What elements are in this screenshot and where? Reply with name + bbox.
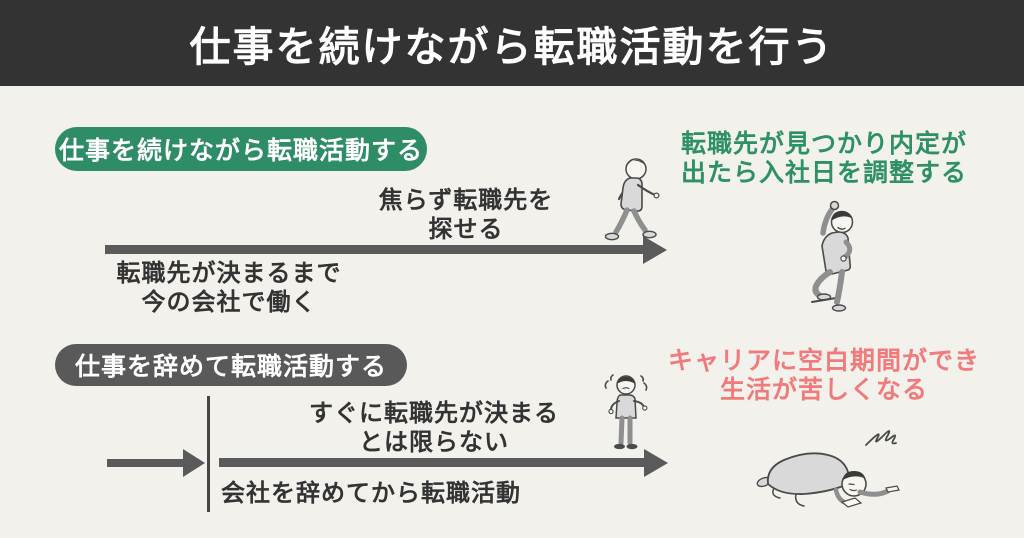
- note-quit-period-line1: 会社を辞めてから転職活動: [221, 480, 521, 507]
- timeline-arrow-keep: [105, 245, 643, 254]
- note-quit-timeline-line1: すぐに転職先が決まる: [309, 400, 559, 427]
- pre-quit-arrow-head: [183, 449, 205, 477]
- outcome-keep-line1: 転職先が見つかり内定が: [680, 130, 967, 158]
- note-keep-timeline-line1: 焦らず転職先を: [378, 187, 554, 214]
- badge-keep-working-label: 仕事を続けながら転職活動する: [58, 137, 423, 165]
- outcome-quit-line2: 生活が苦しくなる: [719, 376, 928, 404]
- note-keep-period-line1: 転職先が決まるまで: [116, 260, 342, 287]
- badge-quit-first: 仕事を辞めて転職活動する: [55, 344, 407, 386]
- quit-divider-line: [207, 396, 210, 512]
- note-keep-period-line2: 今の会社で働く: [141, 289, 317, 316]
- worried-businessman-icon: [604, 374, 648, 450]
- pre-quit-arrow: [107, 459, 183, 467]
- note-keep-period: 転職先が決まるまで 今の会社で働く: [100, 259, 358, 317]
- collapsed-businessman-icon: [756, 430, 900, 508]
- note-keep-timeline-line2: 探せる: [428, 216, 504, 243]
- badge-quit-first-label: 仕事を辞めて転職活動する: [74, 353, 387, 381]
- note-quit-timeline-line2: とは限らない: [359, 429, 509, 456]
- outcome-quit-first: キャリアに空白期間ができ 生活が苦しくなる: [668, 347, 980, 405]
- note-quit-period: 会社を辞めてから転職活動: [221, 479, 521, 508]
- timeline-arrow-quit: [219, 458, 645, 467]
- note-quit-timeline: すぐに転職先が決まる とは限らない: [306, 399, 562, 457]
- timeline-arrow-keep-head: [643, 236, 667, 264]
- celebrating-businessman-icon: [811, 200, 854, 312]
- outcome-keep-line2: 出たら入社日を調整する: [680, 159, 967, 187]
- badge-keep-working: 仕事を続けながら転職活動する: [55, 127, 427, 171]
- timeline-arrow-quit-head: [644, 449, 668, 477]
- note-keep-timeline: 焦らず転職先を 探せる: [340, 186, 592, 244]
- page-title: 仕事を続けながら転職活動を行う: [189, 24, 835, 70]
- walking-businessman-icon: [604, 158, 660, 241]
- outcome-keep-working: 転職先が見つかり内定が 出たら入社日を調整する: [668, 130, 980, 188]
- title-bar: 仕事を続けながら転職活動を行う: [0, 0, 1024, 86]
- outcome-quit-line1: キャリアに空白期間ができ: [668, 347, 981, 375]
